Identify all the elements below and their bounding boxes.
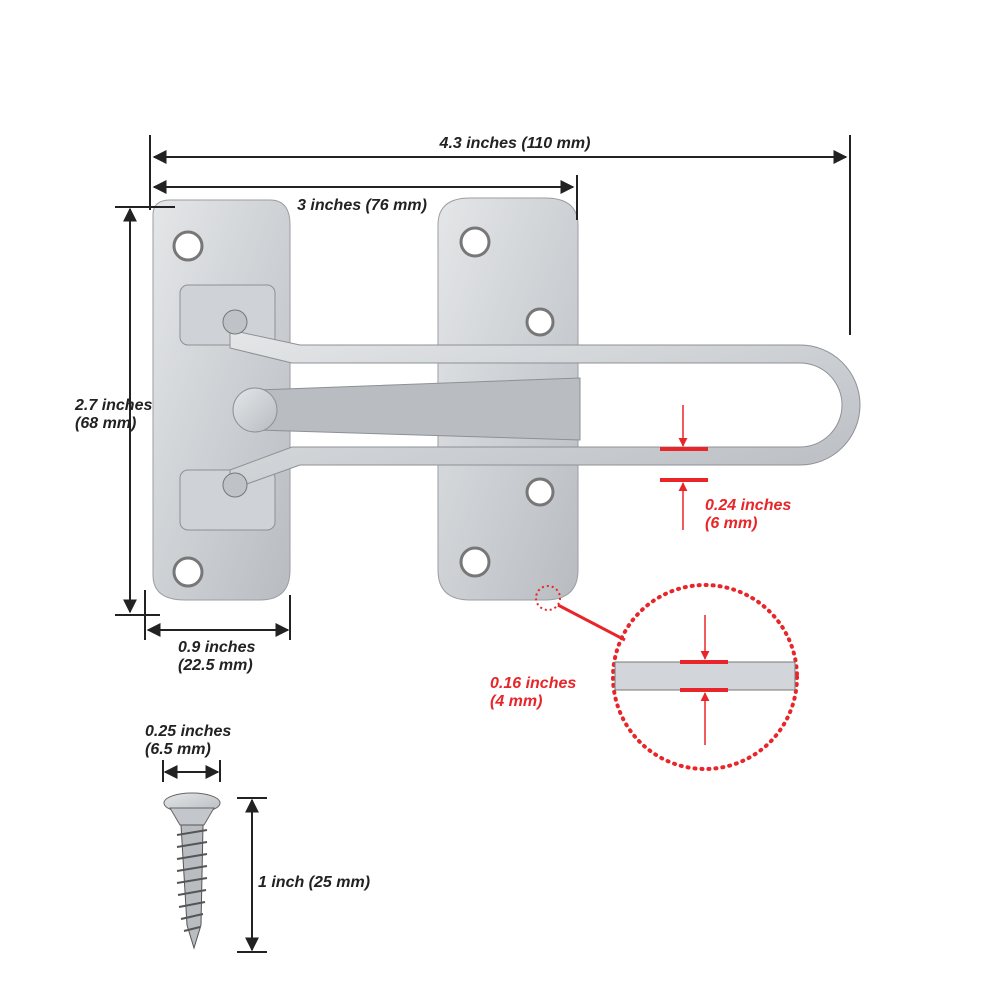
left-mount-plate [152, 199, 291, 601]
screw-head-label-line1: 0.25 inches [145, 723, 231, 740]
hole-spacing-label: 3 inches (76 mm) [297, 197, 427, 214]
dimension-lines [115, 135, 851, 953]
thickness-label-line2: (4 mm) [490, 693, 542, 710]
red-dimension-marks [535, 405, 799, 771]
plate-width-label-line2: (22.5 mm) [178, 657, 253, 674]
bar-width-label-line1: 0.24 inches [705, 497, 791, 514]
screw-hole [172, 556, 204, 588]
screw-hole [459, 546, 491, 578]
overall-width-label: 4.3 inches (110 mm) [439, 135, 591, 152]
screw-length-label: 1 inch (25 mm) [258, 874, 370, 891]
screw-hole [525, 477, 555, 507]
height-label-line2: (68 mm) [75, 415, 136, 432]
screw-hole [459, 226, 491, 258]
zoom-detail [614, 615, 796, 745]
height-label-line1: 2.7 inches [74, 397, 152, 414]
plate-width-label-line1: 0.9 inches [178, 639, 255, 656]
screw-hole [172, 230, 204, 262]
bar-width-label-line2: (6 mm) [705, 515, 757, 532]
screw [163, 792, 221, 950]
screw-head-label-line2: (6.5 mm) [145, 741, 211, 758]
screw-hole [525, 307, 555, 337]
knob [232, 387, 278, 433]
thickness-label-line1: 0.16 inches [490, 675, 576, 692]
